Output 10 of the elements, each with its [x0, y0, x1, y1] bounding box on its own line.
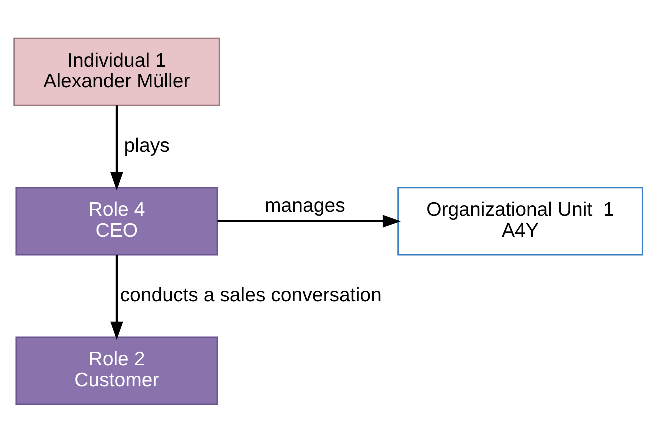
arrow [110, 106, 124, 191]
node-box: Individual 1 Alexander Müller [14, 38, 220, 106]
node-box: Role 4 CEO [16, 187, 218, 256]
node-box: Organizational Unit 1 A4Y [398, 187, 644, 256]
edge-label: conducts a sales conversation [120, 284, 382, 306]
node-box: Role 2 Customer [16, 336, 218, 406]
arrow [110, 255, 124, 340]
arrow [218, 215, 402, 228]
edge-label: manages [265, 195, 346, 218]
edge-label: plays [124, 134, 170, 157]
